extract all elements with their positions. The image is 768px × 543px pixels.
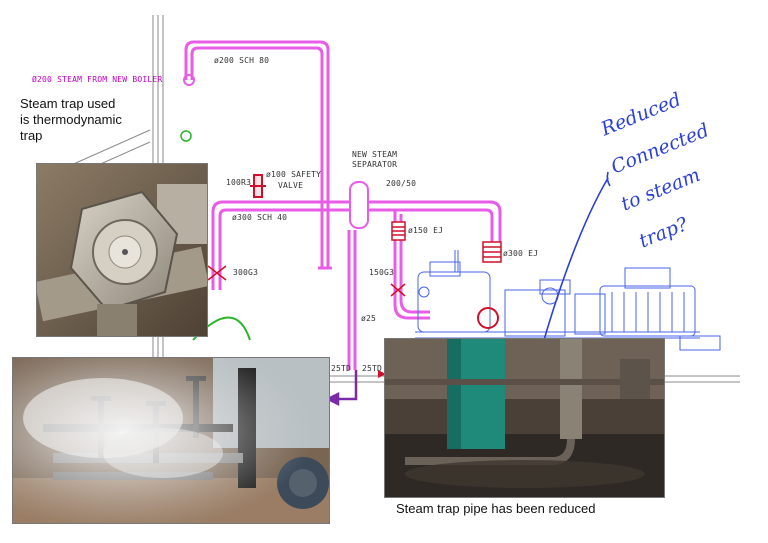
- trap-type-note: Steam trap used is thermodynamic trap: [20, 96, 122, 144]
- pipe-200-50-label: 200/50: [386, 179, 417, 188]
- td-left-label: 25TD: [331, 364, 352, 373]
- ej-150-label: ø150 EJ: [408, 226, 444, 235]
- pipe-300-label: ø300 SCH 40: [232, 213, 288, 222]
- td-right-label: 25TD: [362, 364, 383, 373]
- turbine-equipment: [415, 250, 721, 351]
- ref-100r3-label: 100R3: [226, 178, 252, 187]
- reduced-pipe-caption: Steam trap pipe has been reduced: [396, 501, 596, 516]
- gate-valve-150: [390, 283, 406, 297]
- trap-closeup-photo: [36, 163, 208, 337]
- steam-pipework: [184, 40, 502, 370]
- drain-point-marker: [180, 130, 192, 142]
- trap-note-line2: is thermodynamic: [20, 112, 122, 127]
- safety-valve-label-line1: ø100 SAFETY: [266, 170, 322, 179]
- td-marker-icon: [378, 370, 386, 378]
- ej-300-label: ø300 EJ: [503, 249, 539, 258]
- pipe-end-cap: [183, 74, 195, 86]
- pipe-200-label: ø200 SCH 80: [214, 56, 270, 65]
- separator-label-line1: NEW STEAM: [352, 150, 398, 159]
- safety-valve-symbol: [250, 174, 266, 198]
- ref-150g3-label: 150G3: [369, 268, 395, 277]
- trap-note-line1: Steam trap used: [20, 96, 116, 111]
- safety-valve-label-line2: VALVE: [278, 181, 304, 190]
- steam-from-boiler-label: Ø200 STEAM FROM NEW BOILER: [32, 75, 163, 84]
- handwritten-bracket: [606, 171, 611, 187]
- gate-valve-300: [207, 265, 227, 281]
- reduced-pipe-photo: [384, 338, 665, 498]
- steam-separator: [349, 181, 369, 229]
- pipe-25-label: ø25: [361, 314, 377, 323]
- steam-valves-photo: [12, 357, 330, 524]
- trap-note-line3: trap: [20, 128, 43, 143]
- expansion-joint-150: [391, 221, 406, 241]
- expansion-joint-300: [482, 241, 502, 263]
- ref-300g3-label: 300G3: [233, 268, 259, 277]
- separator-label-line2: SEPARATOR: [352, 160, 398, 169]
